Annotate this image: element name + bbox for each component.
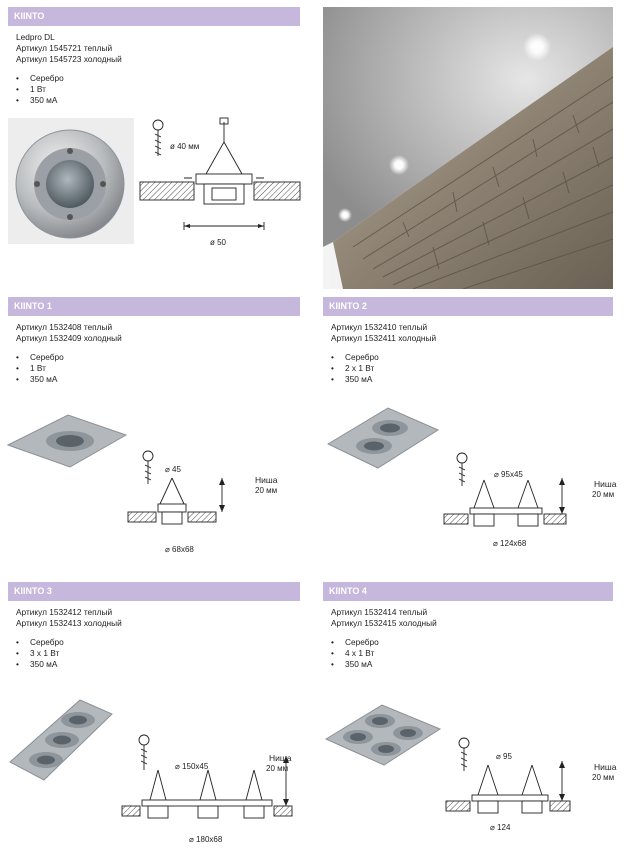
article-warm: Артикул 1532414 теплый bbox=[331, 607, 428, 617]
niche-depth: 20 мм bbox=[255, 486, 278, 495]
dim-top: ⌀ 150x45 bbox=[175, 762, 209, 771]
niche-label: Ниша bbox=[269, 753, 292, 763]
product-photo-kiinto-3 bbox=[9, 699, 113, 781]
section-title: KIINTO 1 bbox=[8, 297, 300, 316]
install-diagram-kiinto-3 bbox=[121, 734, 293, 819]
install-diagram-kiinto-2 bbox=[443, 452, 567, 527]
product-photo-round bbox=[8, 118, 134, 244]
spec-power: 1 Вт bbox=[16, 363, 300, 374]
niche-label: Ниша bbox=[594, 479, 617, 489]
niche-depth: 20 мм bbox=[592, 773, 615, 782]
article-warm: Артикул 1532408 теплый bbox=[16, 322, 113, 332]
spec-color: Серебро bbox=[331, 352, 613, 363]
spec-list: Серебро 2 x 1 Вт 350 мА bbox=[331, 352, 613, 385]
niche-depth: 20 мм bbox=[592, 490, 615, 499]
article-warm: Артикул 1532412 теплый bbox=[16, 607, 113, 617]
section-title: KIINTO 2 bbox=[323, 297, 613, 316]
interior-photo bbox=[323, 7, 613, 289]
spec-list: Серебро 3 x 1 Вт 350 мА bbox=[16, 637, 300, 670]
product-photo-kiinto-2 bbox=[326, 407, 440, 469]
product-photo-kiinto-4 bbox=[324, 704, 442, 766]
article-cold: Артикул 1532411 холодный bbox=[331, 333, 437, 343]
dim-top: ⌀ 95x45 bbox=[494, 470, 523, 479]
section-kiinto-3: KIINTO 3 Артикул 1532412 теплый Артикул … bbox=[8, 582, 300, 670]
spec-current: 350 мА bbox=[16, 374, 300, 385]
install-diagram-kiinto-1 bbox=[127, 450, 225, 525]
dim-bottom: ⌀ 124x68 bbox=[493, 539, 527, 548]
dim-bottom: ø 50 bbox=[210, 238, 227, 247]
spec-current: 350 мА bbox=[331, 374, 613, 385]
section-kiinto-4: KIINTO 4 Артикул 1532414 теплый Артикул … bbox=[323, 582, 613, 670]
section-kiinto: KIINTO Ledpro DL Артикул 1545721 теплый … bbox=[8, 7, 300, 106]
dim-bottom: ⌀ 180x68 bbox=[189, 835, 223, 844]
product-info: Артикул 1532408 теплый Артикул 1532409 х… bbox=[16, 322, 300, 385]
spec-color: Серебро bbox=[16, 73, 300, 84]
dim-top: ⌀ 45 bbox=[165, 465, 181, 474]
article-cold: Артикул 1532413 холодный bbox=[16, 618, 122, 628]
section-title: KIINTO bbox=[8, 7, 300, 26]
spec-color: Серебро bbox=[331, 637, 613, 648]
product-info: Ledpro DL Артикул 1545721 теплый Артикул… bbox=[16, 32, 300, 106]
article-cold: Артикул 1545723 холодный bbox=[16, 54, 122, 64]
spec-list: Серебро 1 Вт 350 мА bbox=[16, 73, 300, 106]
dim-top: ø 40 мм bbox=[170, 142, 200, 151]
spec-list: Серебро 1 Вт 350 мА bbox=[16, 352, 300, 385]
article-warm: Артикул 1545721 теплый bbox=[16, 43, 113, 53]
dim-top: ⌀ 95 bbox=[496, 752, 512, 761]
spec-power: 1 Вт bbox=[16, 84, 300, 95]
niche-depth: 20 мм bbox=[266, 764, 289, 773]
dim-bottom: ⌀ 124 bbox=[490, 823, 511, 832]
spec-power: 3 x 1 Вт bbox=[16, 648, 300, 659]
section-kiinto-2: KIINTO 2 Артикул 1532410 теплый Артикул … bbox=[323, 297, 613, 385]
section-title: KIINTO 4 bbox=[323, 582, 613, 601]
product-photo-kiinto-1 bbox=[6, 414, 128, 468]
niche-label: Ниша bbox=[594, 762, 617, 772]
spec-power: 4 x 1 Вт bbox=[331, 648, 613, 659]
section-kiinto-1: KIINTO 1 Артикул 1532408 теплый Артикул … bbox=[8, 297, 300, 385]
dim-bottom: ⌀ 68x68 bbox=[165, 545, 194, 554]
product-info: Артикул 1532412 теплый Артикул 1532413 х… bbox=[16, 607, 300, 670]
install-diagram-kiinto-4 bbox=[445, 737, 571, 814]
spec-power: 2 x 1 Вт bbox=[331, 363, 613, 374]
spec-color: Серебро bbox=[16, 637, 300, 648]
product-info: Артикул 1532410 теплый Артикул 1532411 х… bbox=[331, 322, 613, 385]
article-warm: Артикул 1532410 теплый bbox=[331, 322, 428, 332]
product-info: Артикул 1532414 теплый Артикул 1532415 х… bbox=[331, 607, 613, 670]
section-title: KIINTO 3 bbox=[8, 582, 300, 601]
niche-label: Ниша bbox=[255, 475, 278, 485]
spec-current: 350 мА bbox=[16, 95, 300, 106]
spec-list: Серебро 4 x 1 Вт 350 мА bbox=[331, 637, 613, 670]
spec-current: 350 мА bbox=[16, 659, 300, 670]
article-cold: Артикул 1532415 холодный bbox=[331, 618, 437, 628]
spec-color: Серебро bbox=[16, 352, 300, 363]
install-diagram-kiinto bbox=[139, 117, 301, 230]
model-name: Ledpro DL bbox=[16, 32, 55, 42]
spec-current: 350 мА bbox=[331, 659, 613, 670]
article-cold: Артикул 1532409 холодный bbox=[16, 333, 122, 343]
